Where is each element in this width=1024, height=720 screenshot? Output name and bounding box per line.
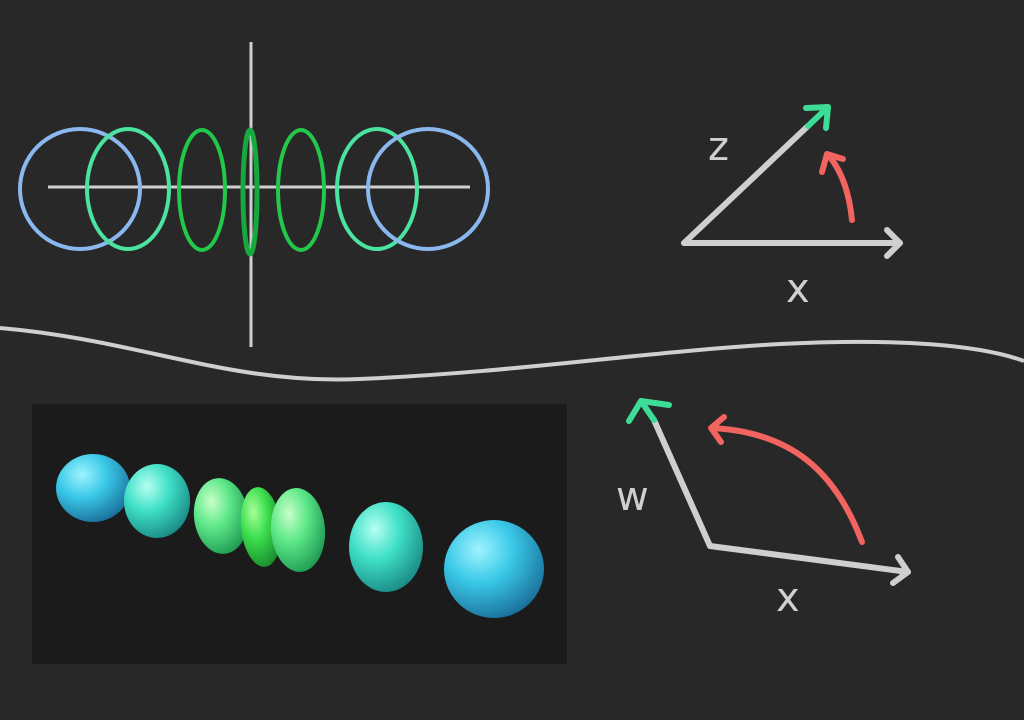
x-arrowhead-icon <box>890 554 911 586</box>
ring-outer-left <box>18 127 142 251</box>
blob-blue-right <box>444 520 544 618</box>
blob-green-left <box>193 478 249 554</box>
x-axis-label: x <box>786 266 810 312</box>
x-axis-arrow <box>707 543 911 575</box>
w-axis-arrow <box>651 417 713 549</box>
blob-lime-center <box>240 487 282 567</box>
z-axis-arrow <box>681 123 811 246</box>
ring-mint-right <box>335 127 419 251</box>
rotation-arrow-icon <box>709 425 865 545</box>
rotation-arrow-icon <box>827 154 855 223</box>
z-axis-label: z <box>708 124 729 170</box>
blob-green-right <box>270 488 326 572</box>
blob-cyan-right <box>349 502 423 592</box>
ring-center <box>240 127 260 257</box>
ring-mint-left <box>85 127 171 251</box>
w-arrowhead-icon <box>626 398 672 424</box>
blob-blue-left <box>56 454 130 522</box>
rotation-wx-diagram: w x <box>616 398 911 621</box>
w-axis-label: w <box>616 474 649 520</box>
rotation-arrowhead-icon <box>708 414 727 445</box>
ring-green-right <box>276 128 326 252</box>
rotation-arrowhead-icon <box>819 151 846 175</box>
ring-green-left <box>177 128 227 252</box>
z-arrowhead-icon <box>803 104 831 131</box>
z-axis-tip <box>805 104 831 129</box>
ring-stack-diagram <box>18 42 490 347</box>
render-panel <box>32 404 567 664</box>
blob-cyan-left <box>124 464 190 538</box>
x-arrowhead-icon <box>884 227 903 259</box>
x-axis-label: x <box>776 575 800 621</box>
rotation-zx-diagram: z x <box>681 104 903 312</box>
wavy-divider <box>0 326 1024 382</box>
ring-outer-right <box>366 127 490 251</box>
